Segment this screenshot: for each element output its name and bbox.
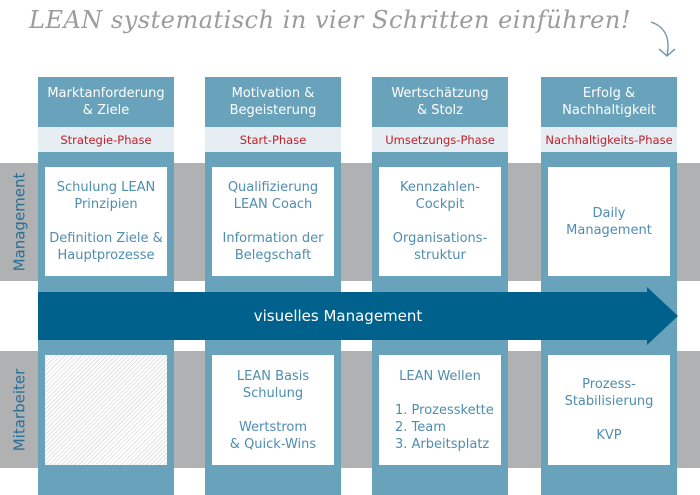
- column-umsetzung: Wertschätzung & Stolz Umsetzungs-Phase K…: [372, 77, 508, 495]
- management-box: Daily Management: [548, 167, 670, 276]
- mitarbeiter-box-empty: [45, 355, 167, 465]
- column-start: Motivation & Begeisterung Start-Phase Qu…: [205, 77, 341, 495]
- row-label-management: Management: [10, 172, 28, 272]
- box-heading: LEAN Wellen: [399, 368, 481, 384]
- box-item: Qualifizierung LEAN Coach: [227, 180, 319, 212]
- column-header: Wertschätzung & Stolz: [391, 86, 489, 118]
- management-box: Kennzahlen- Cockpit Organisations- struk…: [379, 167, 501, 276]
- phase-label: Start-Phase: [205, 127, 341, 152]
- phase-label: Nachhaltigkeits-Phase: [541, 127, 677, 152]
- column-header: Erfolg & Nachhaltigkeit: [562, 86, 656, 118]
- column-header: Motivation & Begeisterung: [229, 86, 317, 118]
- column-strategie: Marktanforderung & Ziele Strategie-Phase…: [38, 77, 174, 495]
- box-item: Kennzahlen- Cockpit: [400, 180, 480, 212]
- management-box: Qualifizierung LEAN Coach Information de…: [212, 167, 334, 276]
- mitarbeiter-box: Prozess- Stabilisierung KVP: [548, 355, 670, 465]
- mitarbeiter-box: LEAN Basis Schulung Wertstrom & Quick-Wi…: [212, 355, 334, 465]
- row-label-mitarbeiter: Mitarbeiter: [10, 368, 29, 451]
- phase-label: Strategie-Phase: [38, 127, 174, 152]
- box-item: Information der Belegschaft: [222, 231, 324, 263]
- column-nachhaltigkeit: Erfolg & Nachhaltigkeit Nachhaltigkeits-…: [541, 77, 677, 495]
- box-item: KVP: [596, 428, 622, 443]
- list-item: 2. Team: [395, 419, 446, 435]
- management-box: Schulung LEAN Prinzipien Definition Ziel…: [45, 167, 167, 276]
- mitarbeiter-box: LEAN Wellen 1. Prozesskette 2. Team 3. A…: [379, 355, 501, 465]
- box-item: LEAN Basis Schulung: [236, 368, 310, 401]
- diagram-title: LEAN systematisch in vier Schritten einf…: [29, 6, 631, 34]
- process-arrow: [38, 287, 678, 345]
- box-item: Prozess- Stabilisierung: [564, 377, 654, 409]
- box-item: Wertstrom & Quick-Wins: [229, 419, 317, 452]
- box-item: Daily Management: [566, 205, 652, 238]
- phase-label: Umsetzungs-Phase: [372, 127, 508, 152]
- box-item: Organisations- struktur: [392, 231, 488, 263]
- box-item: Definition Ziele & Hauptprozesse: [49, 231, 163, 263]
- list-item: 3. Arbeitsplatz: [395, 436, 490, 452]
- box-item: Schulung LEAN Prinzipien: [56, 180, 156, 212]
- curved-arrow-down-icon: [650, 21, 676, 57]
- list-item: 1. Prozesskette: [395, 402, 494, 418]
- arrow-label: visuelles Management: [253, 307, 423, 325]
- column-header: Marktanforderung & Ziele: [47, 86, 165, 118]
